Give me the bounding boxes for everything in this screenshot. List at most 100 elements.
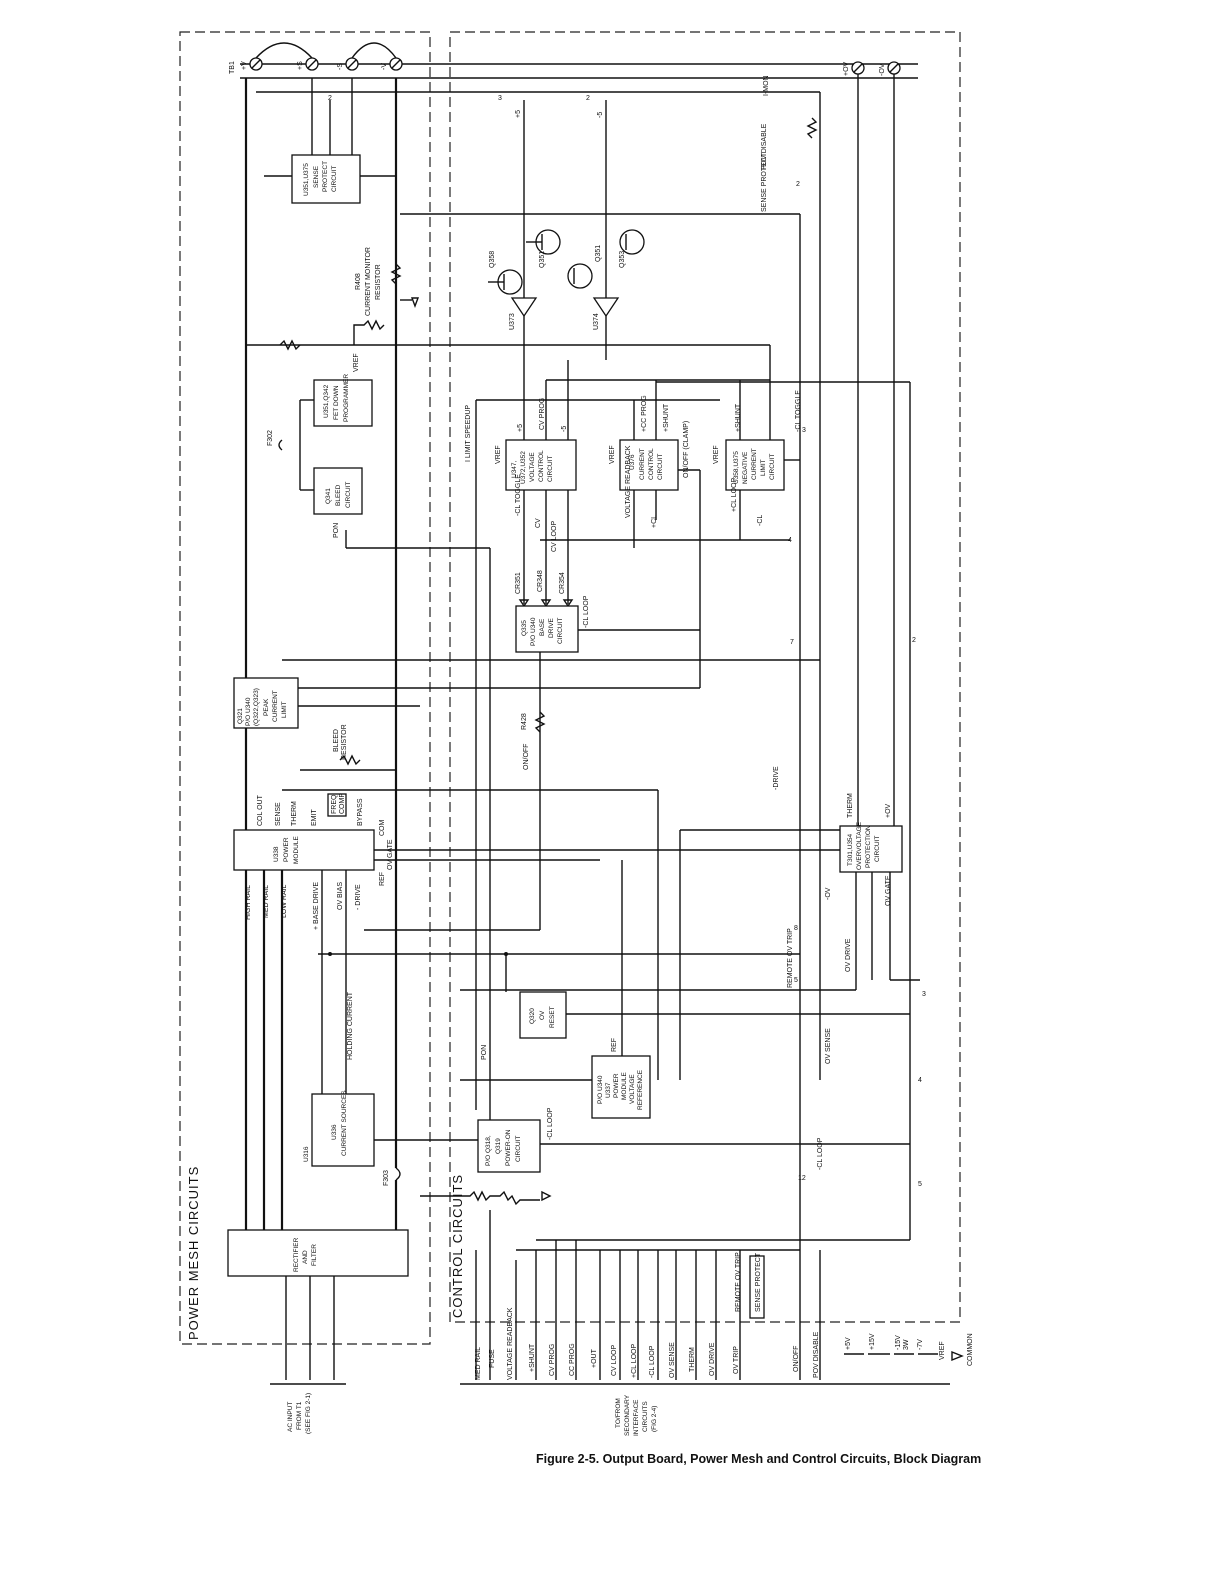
svg-text:REMOTE OV TRIP: REMOTE OV TRIP bbox=[735, 1252, 742, 1312]
svg-text:2: 2 bbox=[796, 181, 800, 188]
freq-comp-box bbox=[327, 793, 347, 817]
svg-text:MODULE: MODULE bbox=[621, 1072, 628, 1100]
svg-text:P/O U340: P/O U340 bbox=[597, 1075, 604, 1104]
svg-text:Q353: Q353 bbox=[619, 251, 626, 268]
svg-text:CURRENT: CURRENT bbox=[272, 690, 279, 722]
f303-label: F303 bbox=[383, 1170, 390, 1186]
svg-text:+CC PROG: +CC PROG bbox=[641, 395, 648, 432]
svg-text:T301,U354: T301,U354 bbox=[847, 833, 854, 866]
svg-text:OVERVOLTAGE: OVERVOLTAGE bbox=[856, 821, 863, 870]
holding-current-label: HOLDING CURRENT bbox=[347, 991, 354, 1060]
svg-text:INTERFACE: INTERFACE bbox=[633, 1399, 640, 1436]
control-frame bbox=[449, 31, 961, 1323]
svg-text:AND: AND bbox=[302, 1250, 309, 1264]
svg-text:VOLTAGE READBACK: VOLTAGE READBACK bbox=[507, 1307, 514, 1380]
svg-text:NEGATIVE: NEGATIVE bbox=[742, 451, 749, 484]
power-rails bbox=[244, 74, 895, 1240]
svg-text:+SHUNT: +SHUNT bbox=[735, 403, 742, 432]
svg-text:CR348: CR348 bbox=[537, 570, 544, 592]
svg-text:CONTROL: CONTROL bbox=[648, 448, 655, 480]
voltage-control-pins: VREF I LIMIT SPEEDUP CV PROG +5 -5 -CL T… bbox=[465, 398, 568, 552]
svg-text:5: 5 bbox=[794, 977, 798, 984]
svg-text:CONTROL: CONTROL bbox=[538, 450, 545, 482]
power-mesh-label: POWER MESH CIRCUITS bbox=[186, 1166, 201, 1340]
svg-text:POWER: POWER bbox=[283, 837, 290, 862]
svg-text:U374: U374 bbox=[593, 313, 600, 330]
secondary-interface-label: TO/FROM SECONDARY INTERFACE CIRCUITS (FI… bbox=[615, 1394, 658, 1436]
pm-vref-block bbox=[591, 1055, 651, 1119]
peak-current-limit-text: Q321 P/O U340 (Q322,Q323) PEAK CURRENT L… bbox=[237, 688, 288, 726]
svg-text:MED RAIL: MED RAIL bbox=[475, 1347, 482, 1380]
svg-text:U337: U337 bbox=[605, 1082, 612, 1098]
svg-text:DRIVE: DRIVE bbox=[548, 617, 555, 638]
svg-text:AC INPUT: AC INPUT bbox=[287, 1402, 294, 1432]
svg-text:2: 2 bbox=[586, 95, 590, 102]
svg-text:COL OUT: COL OUT bbox=[257, 794, 264, 826]
bleed-resistor-label: BLEED bbox=[333, 729, 340, 752]
svg-text:+5: +5 bbox=[515, 110, 522, 118]
svg-text:COMP: COMP bbox=[339, 793, 346, 814]
minus-drive-label: ON/OFF bbox=[523, 744, 530, 770]
terminal-minus-s: -S bbox=[337, 63, 344, 70]
svg-text:OV DRIVE: OV DRIVE bbox=[709, 1342, 716, 1376]
svg-text:RESET: RESET bbox=[549, 1006, 556, 1028]
svg-text:COM: COM bbox=[379, 820, 386, 837]
pon-control-label: PON bbox=[481, 1045, 488, 1060]
rectifier-block bbox=[227, 1229, 409, 1277]
svg-text:CURRENT MONITOR: CURRENT MONITOR bbox=[365, 247, 372, 316]
f302-label: F302 bbox=[267, 430, 274, 446]
svg-text:U376: U376 bbox=[629, 454, 636, 470]
svg-text:8: 8 bbox=[794, 925, 798, 932]
svg-text:I LIMIT SPEEDUP: I LIMIT SPEEDUP bbox=[465, 405, 472, 462]
svg-text:-CL LOOP: -CL LOOP bbox=[817, 1137, 824, 1170]
svg-text:U351,Q342: U351,Q342 bbox=[323, 384, 330, 418]
ground-arrow-2 bbox=[541, 1190, 552, 1202]
terminal-plus-s: +S bbox=[297, 61, 304, 70]
neg-current-limit-pins: VREF +SHUNT -CL TOGGLE +CL LOOP -CL bbox=[713, 390, 802, 526]
svg-text:3: 3 bbox=[922, 991, 926, 998]
terminal-screws bbox=[249, 57, 901, 75]
svg-text:-OV: -OV bbox=[825, 887, 832, 900]
ac-input-wires bbox=[270, 1276, 346, 1385]
svg-text:OV SENSE: OV SENSE bbox=[825, 1028, 832, 1064]
rectifier-text: RECTIFIER AND FILTER bbox=[293, 1237, 318, 1272]
overvoltage-block bbox=[839, 825, 903, 873]
svg-text:THERM: THERM bbox=[847, 793, 854, 818]
svg-text:SECONDARY: SECONDARY bbox=[624, 1394, 631, 1436]
base-drive-block bbox=[515, 605, 579, 653]
svg-text:P/O U340: P/O U340 bbox=[245, 697, 252, 726]
svg-text:REF: REF bbox=[379, 872, 386, 886]
svg-text:TO/FROM: TO/FROM bbox=[615, 1398, 622, 1428]
svg-text:7: 7 bbox=[790, 639, 794, 646]
svg-text:12: 12 bbox=[798, 1175, 806, 1182]
svg-text:RECTIFIER: RECTIFIER bbox=[293, 1237, 300, 1272]
svg-text:ON/OFF: ON/OFF bbox=[793, 1346, 800, 1372]
right-edge-labels: REMOTE OV TRIP SENSE PROTECT bbox=[735, 1252, 765, 1319]
svg-text:POWER: POWER bbox=[613, 1073, 620, 1098]
svg-text:POV DISABLE: POV DISABLE bbox=[761, 123, 768, 170]
svg-text:CR351: CR351 bbox=[515, 572, 522, 594]
pon-label: PON bbox=[333, 523, 340, 538]
svg-text:P/O U340: P/O U340 bbox=[530, 617, 537, 646]
svg-text:Q341: Q341 bbox=[325, 488, 332, 504]
svg-text:+5V: +5V bbox=[845, 1337, 852, 1350]
svg-text:BLEED: BLEED bbox=[335, 484, 342, 506]
ground-arrow-1 bbox=[410, 297, 420, 308]
svg-text:FUSE: FUSE bbox=[489, 1349, 496, 1368]
tb1-label: TB1 bbox=[229, 61, 236, 74]
terminal-plus-ov: +OV bbox=[843, 61, 850, 76]
svg-text:SENSE: SENSE bbox=[313, 165, 320, 188]
current-sources-text: U316 U336 CURRENT SOURCES bbox=[303, 1090, 348, 1162]
svg-text:FILTER: FILTER bbox=[311, 1244, 318, 1266]
svg-text:VOLTAGE READBACK: VOLTAGE READBACK bbox=[625, 445, 632, 518]
svg-text:SENSE PROTECT: SENSE PROTECT bbox=[755, 1252, 762, 1312]
svg-text:U358,U375: U358,U375 bbox=[733, 451, 740, 484]
svg-text:CIRCUIT: CIRCUIT bbox=[515, 1136, 522, 1162]
bottom-resistors bbox=[420, 1190, 540, 1206]
control-right-signals: POV DISABLE SENSE PROTECT I-MON -CL LOOP bbox=[761, 75, 824, 1170]
svg-text:Q319: Q319 bbox=[495, 1138, 502, 1154]
svg-text:-7V: -7V bbox=[917, 1339, 924, 1350]
svg-text:-DRIVE: -DRIVE bbox=[773, 766, 780, 790]
svg-text:+15V: +15V bbox=[869, 1333, 876, 1350]
freq-comp-label: FREQ bbox=[331, 794, 338, 814]
